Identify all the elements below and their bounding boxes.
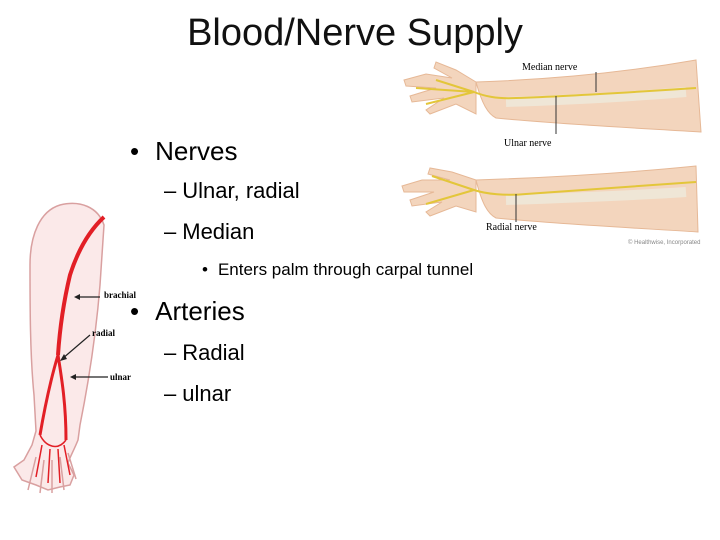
image-credit: © Healthwise, Incorporated xyxy=(628,240,701,246)
brachial-artery-line xyxy=(56,215,106,356)
label-ulnar-nerve: Ulnar nerve xyxy=(504,138,552,149)
bullet-char: • xyxy=(130,296,140,326)
artery-arm-figure xyxy=(12,202,108,494)
sub-bullet-radial: –Radial xyxy=(164,340,245,365)
dash-char: – xyxy=(164,340,177,365)
label-radial-artery: radial xyxy=(92,328,116,338)
palmar-arteries xyxy=(35,434,71,484)
label-ulnar-artery: ulnar xyxy=(110,372,132,382)
bullet-nerves: •Nerves xyxy=(130,136,238,166)
sub-bullet-median: –Median xyxy=(164,219,255,244)
sub-sub-bullet-carpal: •Enters palm through carpal tunnel xyxy=(202,260,474,279)
ulnar-artery-line xyxy=(56,354,68,441)
label-median-nerve: Median nerve xyxy=(522,62,578,73)
slide-title: Blood/Nerve Supply xyxy=(187,12,523,54)
nerve-arm-figure-bottom xyxy=(401,165,699,233)
bullet-arteries: •Arteries xyxy=(130,296,245,326)
dash-char: – xyxy=(164,178,177,203)
dash-char: – xyxy=(164,219,177,244)
dash-char: – xyxy=(164,381,177,406)
sub-bullet-ulnar-radial: –Ulnar, radial xyxy=(164,178,300,203)
bullet-char: • xyxy=(130,136,140,166)
radial-artery-line xyxy=(38,354,60,436)
radial-pointer xyxy=(61,334,91,360)
label-radial-nerve: Radial nerve xyxy=(486,222,537,233)
label-brachial: brachial xyxy=(104,290,137,300)
bullet-char: • xyxy=(202,260,208,279)
sub-bullet-ulnar: –ulnar xyxy=(164,381,232,406)
nerve-arm-figure-top xyxy=(403,59,702,134)
finger-outlines xyxy=(27,452,77,494)
